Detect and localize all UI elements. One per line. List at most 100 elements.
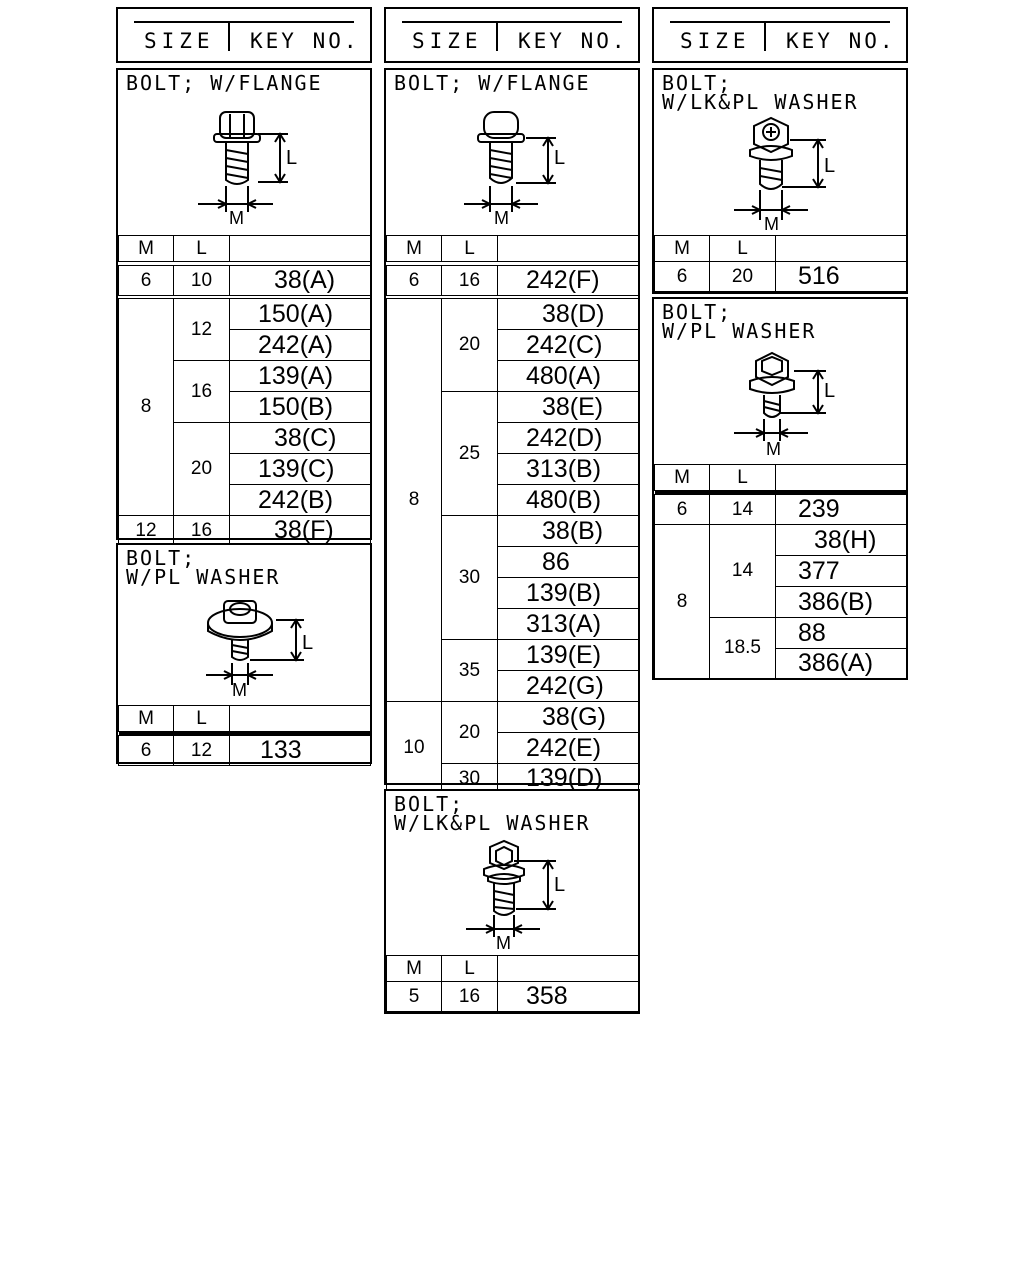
dim-m-label: M [494,208,509,228]
dim-m-label: M [764,214,779,234]
key-number: 139(B) [526,578,602,607]
block-title: BOLT; W/PL WASHER [126,546,281,589]
key-number: 242(G) [526,671,604,700]
block-title: BOLT; W/FLANGE [126,71,323,95]
key-number: 242(F) [526,266,600,294]
cell-l: 16 [173,515,230,546]
key-number: 386(A) [798,649,874,677]
dim-l-label: L [824,380,835,402]
key-number: 139(A) [258,361,334,390]
dim-m-label: M [229,208,244,228]
cell-l: 30 [441,515,498,640]
lk-pl-washer-bolt-drawing: L M [734,116,835,234]
cell-m: 10 [386,701,442,794]
cell-l: 16 [441,981,498,1012]
pl-washer-bolt-drawing: L M [206,600,313,700]
key-number: 313(A) [526,609,602,638]
key-number: 386(B) [798,587,874,616]
size-label: SIZE [412,29,483,53]
dim-l-label: L [554,147,565,169]
key-no-label: KEY NO. [786,29,896,53]
dim-m-label: M [766,439,781,459]
key-number: 38(B) [542,516,604,545]
m-header: M [118,705,174,732]
cell-l: 20 [709,261,776,292]
m-header: M [654,464,710,491]
m-header: M [118,235,174,262]
cell-m: 12 [118,515,174,546]
cell-l: 35 [441,639,498,702]
dim-m-label: M [232,680,247,700]
cell-m: 8 [654,524,710,679]
block-title: BOLT; W/PL WASHER [662,300,817,343]
cell-l: 18.5 [709,617,776,679]
cell-m: 6 [654,494,710,525]
cell-m: 8 [386,298,442,702]
cell-l: 16 [173,360,230,423]
m-header: M [386,955,442,982]
l-header: L [441,235,498,262]
key-number: 139(D) [526,764,603,792]
cell-l: 16 [441,265,498,296]
key-number: 242(D) [526,423,603,452]
cell-l: 20 [441,298,498,392]
key-number: 242(A) [258,330,334,359]
key-number: 88 [798,618,826,647]
flange-bolt-drawing: L M [198,111,297,228]
key-number: 38(A) [274,266,336,294]
block-title: BOLT; W/FLANGE [394,71,591,95]
block-title: BOLT; W/LK&PL WASHER [394,792,591,835]
size-key-header: SIZE KEY NO. [652,7,908,63]
m-header: M [654,235,710,262]
key-number: 38(D) [542,299,605,328]
key-number: 38(G) [542,702,606,731]
key-number: 239 [798,495,840,523]
key-number: 377 [798,556,840,585]
cell-m: 6 [118,265,174,296]
l-header: L [709,235,776,262]
cell-l: 20 [441,701,498,764]
cell-l: 20 [173,422,230,516]
key-number: 516 [798,262,840,290]
size-key-header: SIZE KEY NO. [116,7,372,63]
m-header: M [386,235,442,262]
lk-pl-washer-bolt-drawing: L M [466,839,565,953]
key-number: 86 [542,547,570,576]
cell-l: 12 [173,735,230,766]
block-title: BOLT; W/LK&PL WASHER [662,71,859,114]
cell-l: 12 [173,298,230,361]
dim-l-label: L [286,147,297,169]
key-number: 242(B) [258,485,334,514]
size-key-header: SIZE KEY NO. [384,7,640,63]
cell-m: 5 [386,981,442,1012]
cell-l: 25 [441,391,498,516]
key-number: 38(H) [814,525,877,554]
key-number: 38(E) [542,392,604,421]
cell-l: 14 [709,524,776,618]
l-header: L [441,955,498,982]
cell-m: 6 [386,265,442,296]
key-number: 480(A) [526,361,602,390]
pl-washer-bolt-drawing: L M [734,351,835,459]
cell-l: 10 [173,265,230,296]
dim-l-label: L [554,874,565,896]
cell-m: 8 [118,298,174,516]
l-header: L [709,464,776,491]
key-no-label: KEY NO. [250,29,360,53]
dim-m-label: M [496,933,511,953]
l-header: L [173,235,230,262]
cell-l: 14 [709,494,776,525]
key-number: 480(B) [526,485,602,514]
size-label: SIZE [144,29,215,53]
key-number: 150(B) [258,392,334,421]
